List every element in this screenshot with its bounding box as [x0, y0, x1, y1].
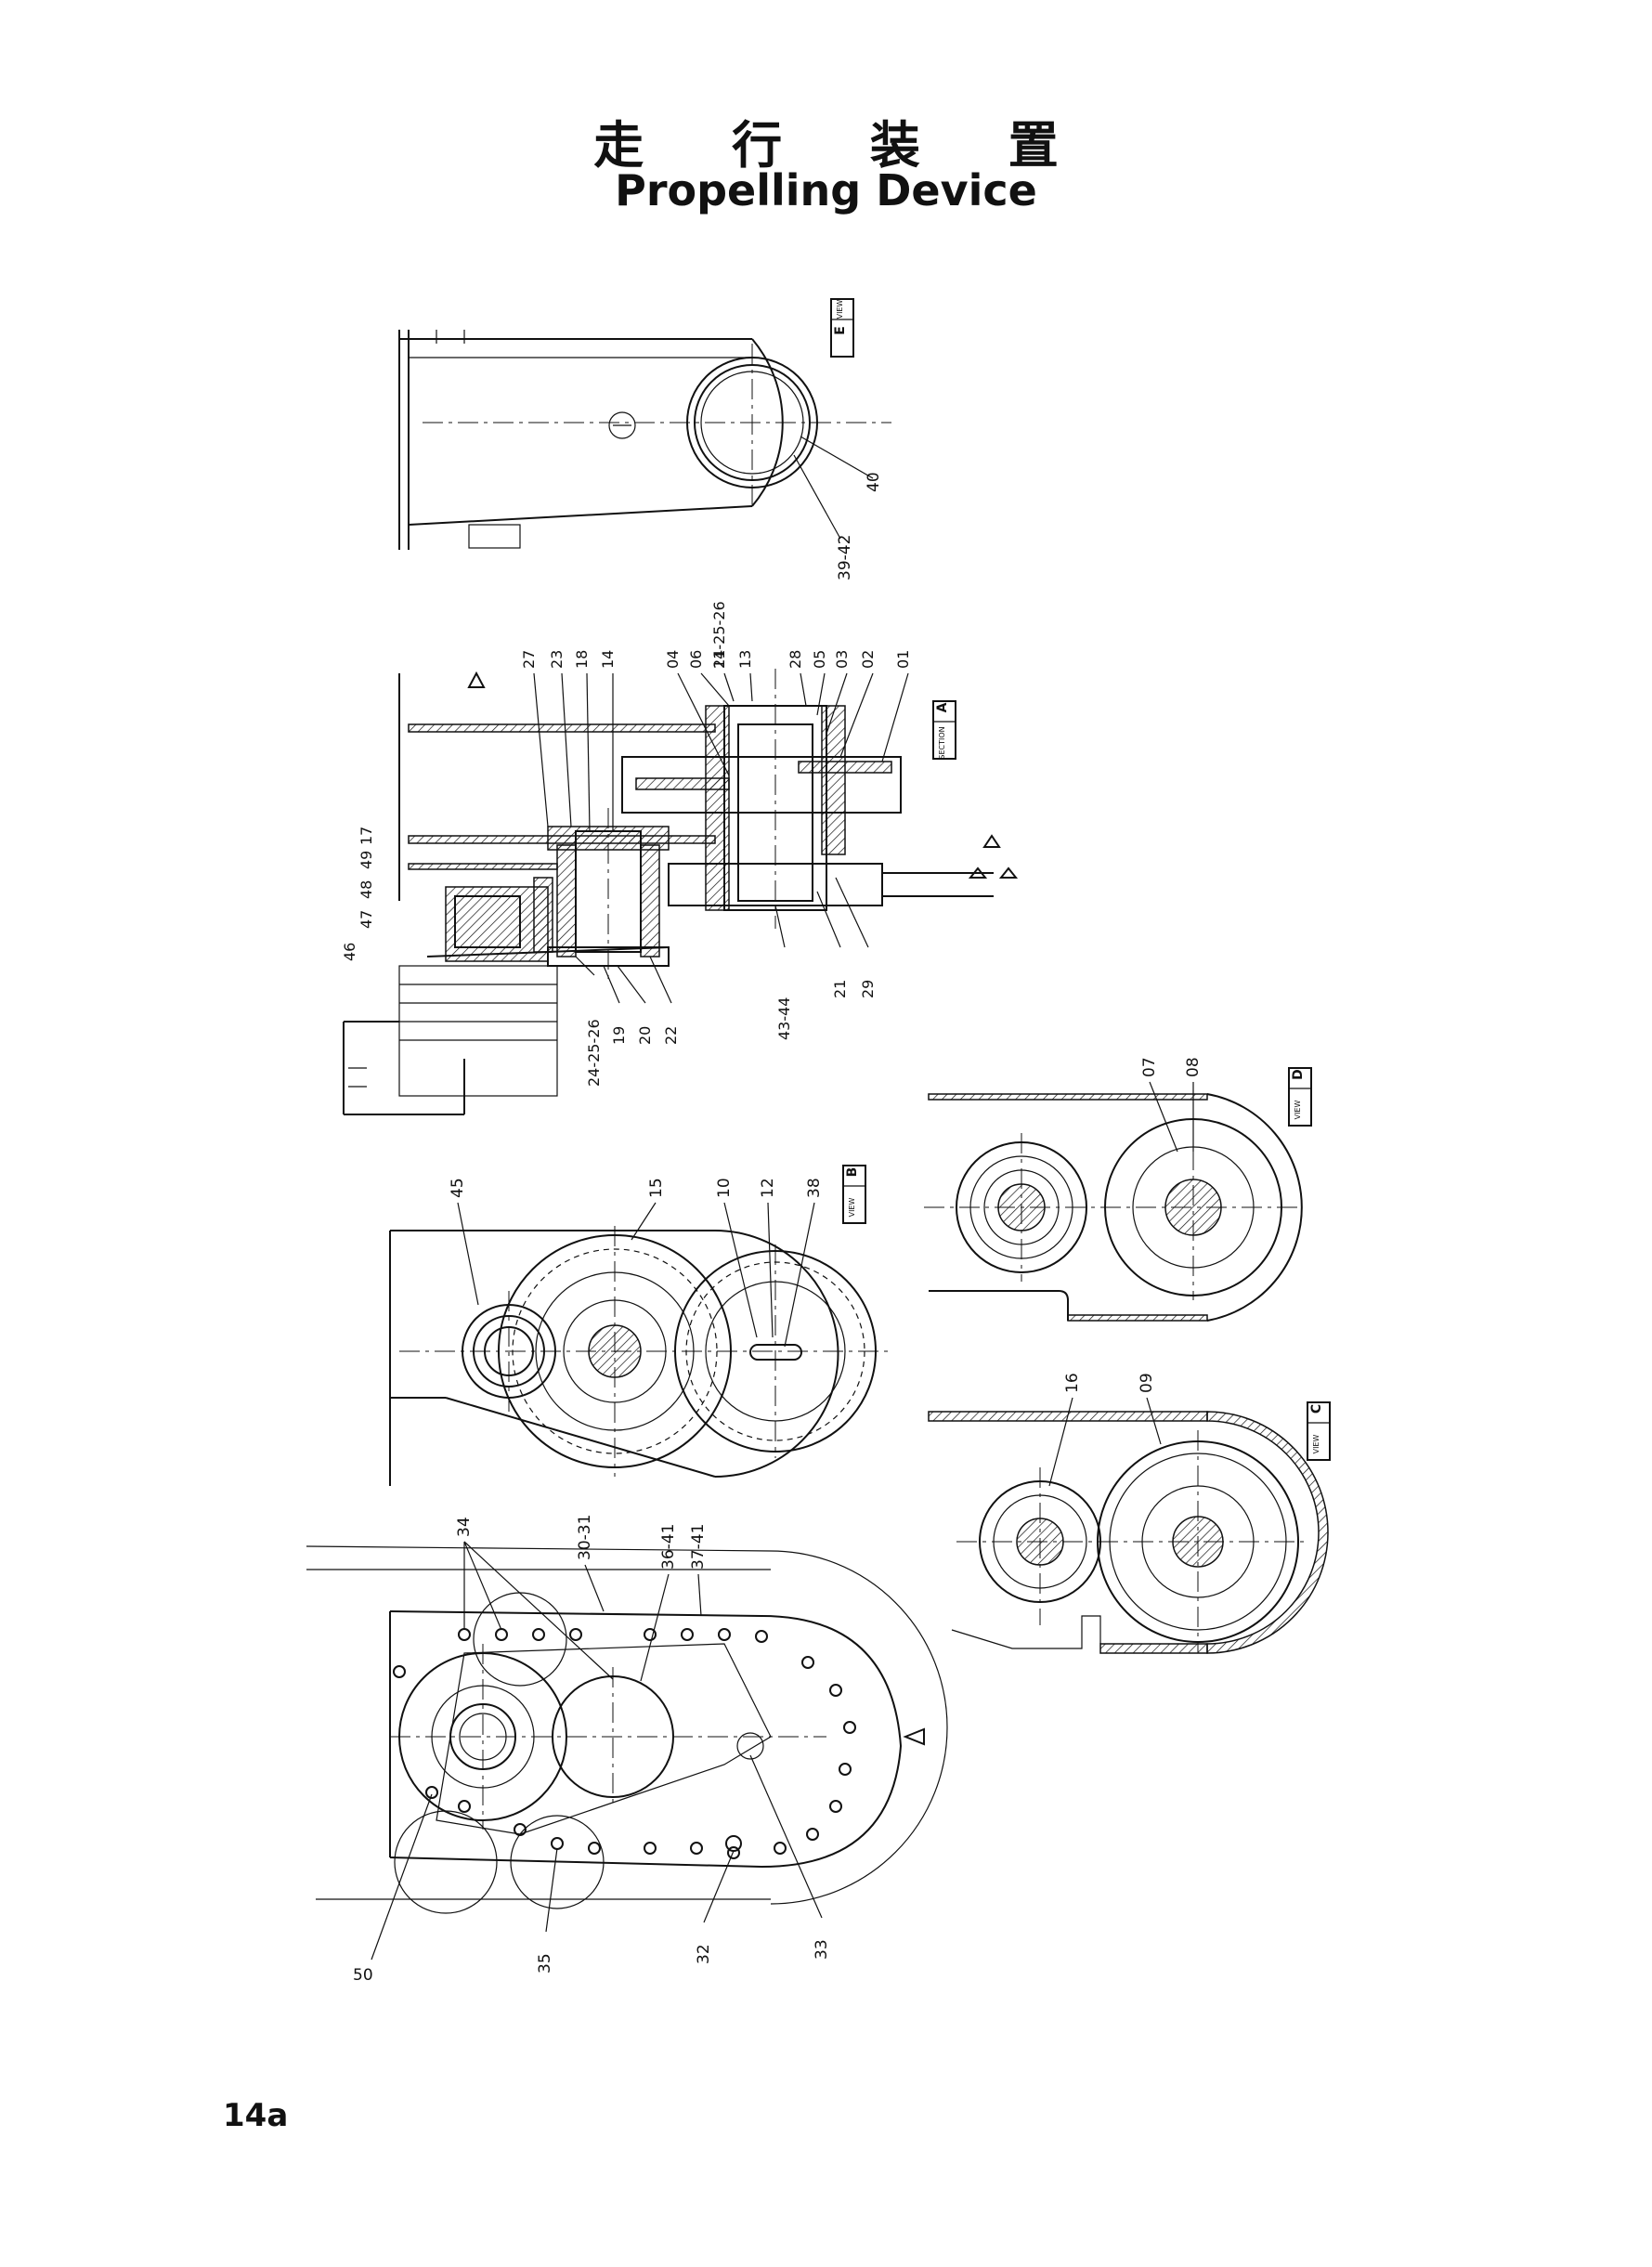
assembly-drawing: [306, 1545, 948, 1914]
view-d-tag: VIEW D: [1288, 1067, 1312, 1127]
svg-text:10: 10: [715, 1178, 734, 1198]
svg-text:50: 50: [353, 1966, 373, 1985]
svg-text:46: 46: [341, 943, 358, 961]
section-a-left-callouts: 46 47 48 49 17: [341, 827, 375, 961]
svg-text:14: 14: [599, 650, 617, 669]
view-c-drawing: [928, 1411, 1329, 1654]
svg-text:D: D: [1291, 1069, 1306, 1080]
view-e-tag: VIEW E: [830, 298, 854, 358]
svg-text:30-31: 30-31: [576, 1515, 594, 1560]
svg-text:E: E: [833, 326, 848, 335]
svg-text:VIEW: VIEW: [848, 1198, 856, 1218]
svg-text:21: 21: [831, 980, 849, 998]
svg-text:03: 03: [833, 650, 851, 669]
svg-text:27: 27: [520, 650, 538, 669]
svg-text:17: 17: [358, 827, 375, 845]
svg-text:VIEW: VIEW: [1294, 1101, 1302, 1120]
view-e-drawing: [398, 330, 891, 550]
view-e-callouts: 40 39-42: [793, 436, 883, 580]
svg-text:47: 47: [358, 910, 375, 929]
svg-text:02: 02: [859, 650, 877, 669]
page-number: 14a: [223, 2097, 289, 2134]
svg-text:12: 12: [759, 1178, 777, 1198]
section-a-drawing: [343, 669, 1019, 1115]
svg-text:36-41: 36-41: [659, 1524, 678, 1570]
svg-text:24-25-26: 24-25-26: [585, 1019, 603, 1087]
view-d-drawing: [924, 1093, 1303, 1322]
svg-text:A: A: [935, 702, 950, 712]
svg-text:08: 08: [1184, 1057, 1203, 1077]
svg-text:35: 35: [536, 1953, 554, 1974]
svg-text:13: 13: [736, 650, 754, 669]
svg-text:37-41: 37-41: [689, 1524, 708, 1570]
view-d-callouts: 07 08: [1140, 1057, 1203, 1153]
svg-text:11: 11: [710, 650, 728, 669]
svg-text:32: 32: [695, 1944, 713, 1964]
svg-text:04: 04: [664, 650, 682, 669]
title-japanese: 走 行 装 置: [593, 116, 1094, 175]
section-a-top-callouts: 27 23 18 14 04 06 24-25-26 11 13 28 05 0…: [520, 601, 912, 832]
svg-text:SECTION: SECTION: [938, 726, 946, 759]
svg-text:C: C: [1309, 1404, 1324, 1414]
svg-text:18: 18: [573, 650, 591, 669]
svg-text:VIEW: VIEW: [1312, 1435, 1320, 1454]
svg-text:19: 19: [610, 1026, 628, 1045]
svg-text:15: 15: [647, 1178, 666, 1198]
assembly-callouts: 34 30-31 36-41 37-41 50 35 32 33: [353, 1515, 831, 1985]
svg-text:01: 01: [894, 650, 912, 669]
svg-text:09: 09: [1138, 1373, 1156, 1393]
svg-text:VIEW: VIEW: [836, 300, 844, 319]
view-b-callouts: 45 15 10 12 38: [449, 1178, 824, 1348]
svg-text:28: 28: [787, 650, 804, 669]
svg-text:43-44: 43-44: [775, 997, 793, 1041]
svg-text:07: 07: [1140, 1057, 1159, 1077]
svg-text:45: 45: [449, 1178, 467, 1198]
svg-text:24-25-26: 24-25-26: [710, 601, 728, 669]
section-a-tag: SECTION A: [932, 700, 956, 760]
svg-text:23: 23: [548, 650, 566, 669]
section-a-bottom-callouts: 24-25-26 19 20 22 43-44 21 29: [575, 877, 877, 1087]
svg-text:48: 48: [358, 880, 375, 899]
title-english: Propelling Device: [615, 165, 1037, 215]
view-b-drawing: [389, 1226, 891, 1486]
svg-text:38: 38: [805, 1178, 824, 1198]
svg-text:20: 20: [636, 1026, 654, 1045]
svg-text:34: 34: [455, 1517, 474, 1537]
svg-text:49: 49: [358, 851, 375, 869]
svg-text:22: 22: [662, 1026, 680, 1045]
svg-text:B: B: [845, 1167, 860, 1178]
svg-text:06: 06: [687, 650, 705, 669]
svg-text:16: 16: [1063, 1373, 1082, 1393]
svg-text:05: 05: [811, 650, 828, 669]
view-c-callouts: 16 09: [1048, 1373, 1162, 1487]
view-c-tag: VIEW C: [1307, 1401, 1331, 1461]
svg-text:39-42: 39-42: [836, 535, 854, 580]
svg-text:29: 29: [859, 980, 877, 998]
svg-text:40: 40: [865, 472, 883, 492]
view-b-tag: VIEW B: [842, 1165, 866, 1224]
svg-text:33: 33: [813, 1939, 831, 1960]
